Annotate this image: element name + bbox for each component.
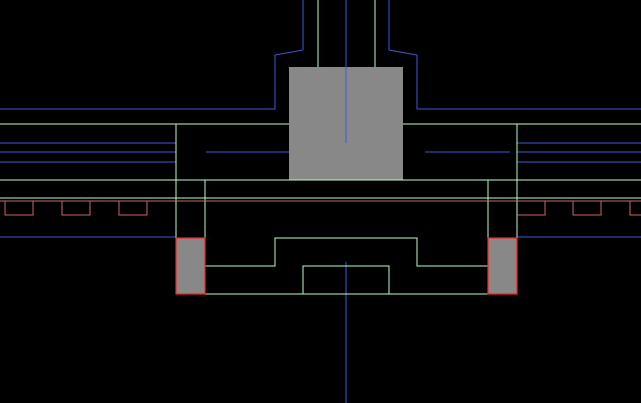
right-pier-block (487, 237, 518, 295)
right-step-line (388, 49, 641, 110)
left-step-line (0, 49, 304, 110)
left-notch-2 (61, 201, 91, 216)
hatch-group (0, 200, 641, 216)
outline-group (0, 0, 641, 295)
left-notch-1 (4, 201, 34, 216)
footing-top-profile (205, 237, 488, 267)
right-notch-3 (629, 201, 641, 216)
left-notch-3 (118, 201, 148, 216)
right-notch-2 (572, 201, 602, 216)
left-pier-block (175, 237, 206, 295)
right-notch-1 (517, 201, 546, 216)
footing-inner-notch (302, 265, 390, 294)
